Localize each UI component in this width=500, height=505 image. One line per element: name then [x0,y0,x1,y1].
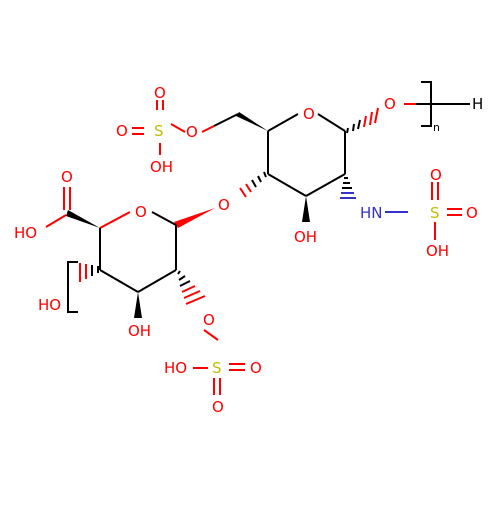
atom-o-ring-right: O [303,105,315,123]
atom-o-sulfate6-left: O [116,122,128,140]
left-ring-bonds [99,211,177,293]
repeat-subscript-n: n [433,121,440,134]
atom-o-glycosidic: O [218,196,230,214]
atom-nh: HN [360,204,383,222]
atom-oh-sulfate6: OH [150,158,173,176]
atom-o-anomeric: O [384,95,396,113]
nh-hash [340,177,356,199]
c4-hash [79,263,99,282]
atom-oh-c3-left: OH [128,322,151,340]
atom-h-terminal: H [472,95,483,113]
atom-s-sulfate2: S [212,359,222,377]
atom-ho-sulfate2: HO [164,359,187,377]
atom-o-sulfate6: O [186,123,198,141]
c3-left-wedge [134,292,142,318]
left-bracket [67,261,78,313]
atom-ho-acid: HO [14,224,37,242]
anomeric-hash [346,107,379,134]
atom-o-sulfate2: O [203,311,215,329]
glyco-wedge [174,208,215,228]
cooh-wedge [66,210,100,228]
atom-o-carbonyl: O [61,168,73,186]
c6-wedge [236,112,268,131]
atom-o-sulfate2-right: O [250,359,262,377]
atom-oh-c3-right: OH [294,228,317,246]
atom-s-nsulf: S [430,204,440,222]
right-ring-bonds [267,113,346,197]
atom-ho-c4-left: HO [38,296,61,314]
c3-wedge [302,196,310,222]
atom-o-sulfate2-down: O [212,398,224,416]
atom-o-nsulf-up: O [430,166,442,184]
atom-o-ring-left: O [135,203,147,221]
right-bracket [421,81,432,127]
atom-o-sulfate6-up: O [154,84,166,102]
glyco-hash [239,171,267,198]
atom-oh-nsulf: OH [426,242,449,260]
atom-o-nsulf-right: O [466,204,478,222]
atom-s-sulfate6: S [154,122,164,140]
c2-hash [177,270,206,305]
